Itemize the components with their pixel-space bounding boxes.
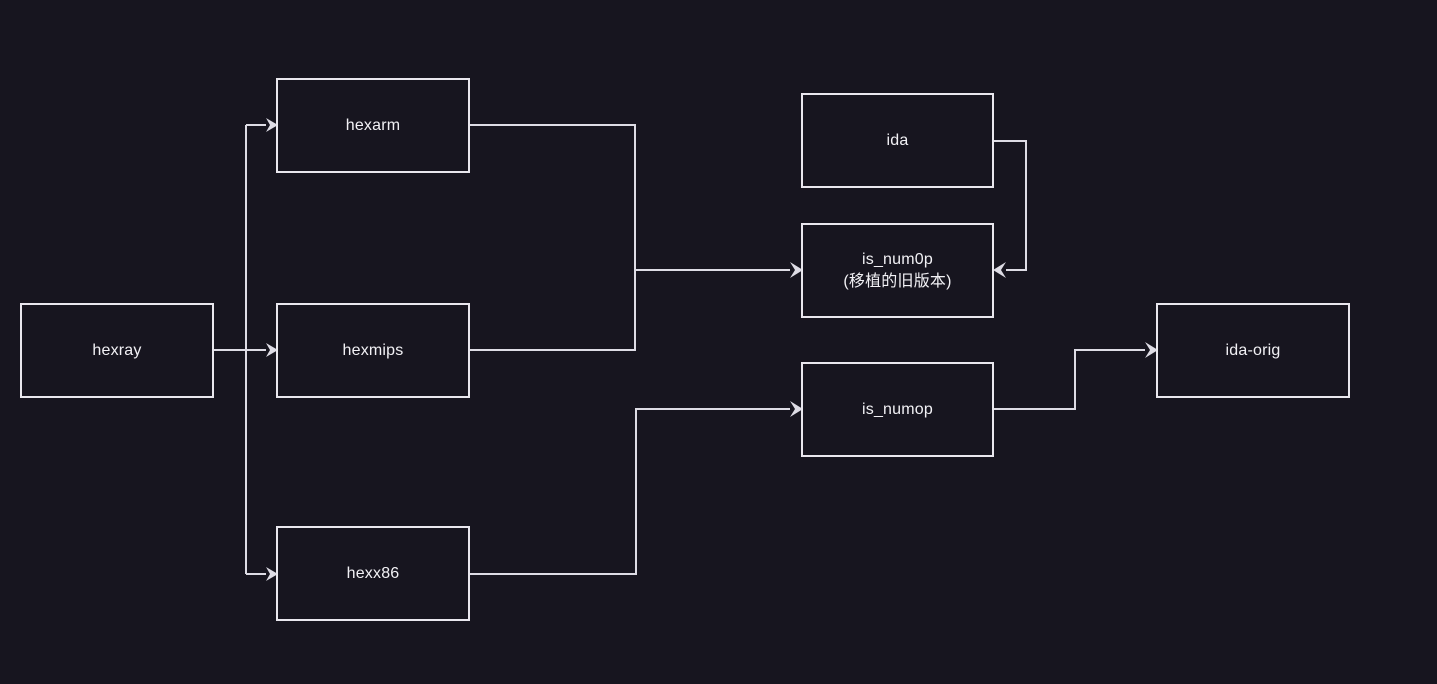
node-ida[interactable]: ida — [801, 93, 994, 188]
node-hexarm[interactable]: hexarm — [276, 78, 470, 173]
node-hexray-label: hexray — [92, 341, 142, 359]
node-hexmips-label: hexmips — [342, 341, 404, 359]
node-is-numop-label: is_numop — [862, 400, 933, 418]
edge-hexx86-to-is-numop — [470, 408, 790, 575]
edge-is-numop-to-ida-orig — [994, 349, 1145, 410]
edge-ida-to-is-num0p — [994, 140, 1027, 271]
node-ida-orig-label: ida-orig — [1225, 341, 1281, 359]
node-hexx86[interactable]: hexx86 — [276, 526, 470, 621]
node-hexmips[interactable]: hexmips — [276, 303, 470, 398]
node-hexx86-label: hexx86 — [346, 564, 400, 582]
node-is-num0p-label: is_num0p (移植的旧版本) — [843, 250, 952, 290]
node-ida-orig[interactable]: ida-orig — [1156, 303, 1350, 398]
node-hexarm-label: hexarm — [345, 116, 401, 134]
node-hexray[interactable]: hexray — [20, 303, 214, 398]
edge-hexmips-to-merge — [470, 270, 636, 351]
node-is-num0p[interactable]: is_num0p (移植的旧版本) — [801, 223, 994, 318]
edge-hexarm-to-merge — [470, 124, 636, 270]
arrowhead-is-num0p-right — [993, 262, 1006, 278]
node-is-numop[interactable]: is_numop — [801, 362, 994, 457]
node-ida-label: ida — [886, 131, 909, 149]
